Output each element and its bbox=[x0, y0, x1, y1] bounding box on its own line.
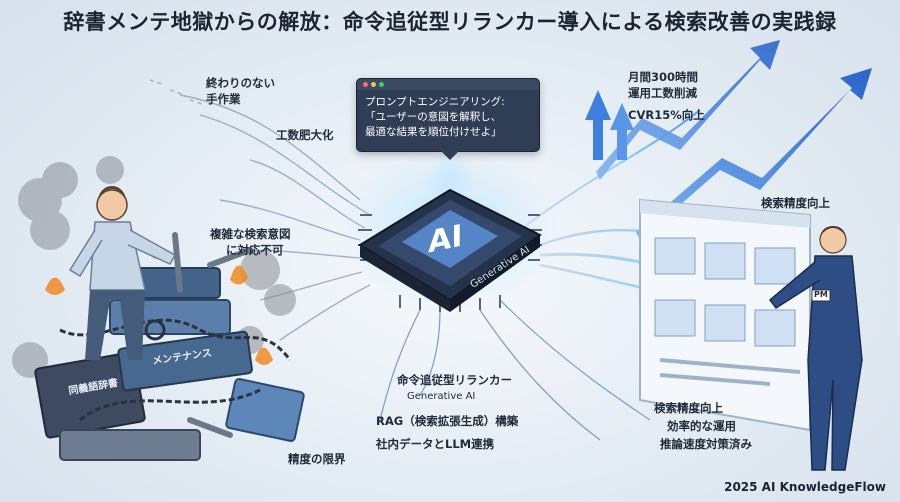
popup-line-3: 最適な結果を順位付けせよ」 bbox=[365, 126, 502, 138]
chip-ai-label: AI bbox=[428, 218, 463, 261]
label-cvr-improvement: CVR15%向上 bbox=[628, 108, 705, 122]
worker-figure bbox=[68, 186, 177, 360]
incoming-tangled-lines bbox=[149, 79, 371, 341]
popup-line-2: 「ユーザーの意図を解釈し、 bbox=[365, 111, 502, 123]
pm-businessman bbox=[768, 226, 863, 471]
label-llm-integration: 社内データとLLM連携 bbox=[376, 437, 495, 451]
popup-text: プロンプトエンジニアリング: 「ユーザーの意図を解釈し、 最適な結果を順位付けせ… bbox=[357, 90, 539, 145]
maximize-dot-icon bbox=[379, 82, 384, 87]
label-inference-speed: 推論速度対策済み bbox=[660, 437, 752, 451]
page-title: 辞書メンテ地獄からの解放：命令追従型リランカー導入による検索改善の実践録 bbox=[63, 10, 837, 34]
label-reranker: 命令追従型リランカー bbox=[397, 373, 512, 387]
label-complex-intent-1: 複雑な検索意図 bbox=[210, 227, 291, 241]
label-generative-ai: Generative AI bbox=[407, 391, 476, 402]
label-endless-manual-work-1: 終わりのない bbox=[206, 76, 275, 90]
label-search-accuracy-top: 検索精度向上 bbox=[761, 196, 830, 210]
popup-titlebar bbox=[357, 79, 539, 90]
label-accuracy-limit: 精度の限界 bbox=[288, 452, 346, 466]
label-monthly-hours-2: 運用工数削減 bbox=[628, 86, 697, 100]
book-pile bbox=[34, 267, 305, 461]
search-results-window bbox=[639, 198, 811, 432]
close-dot-icon bbox=[363, 82, 368, 87]
label-search-accuracy-bottom: 検索精度向上 bbox=[654, 401, 723, 415]
label-effort-bloat: 工数肥大化 bbox=[276, 128, 334, 142]
credit-text: 2025 AI KnowledgeFlow bbox=[724, 480, 886, 494]
label-endless-manual-work-2: 手作業 bbox=[206, 92, 241, 106]
pm-badge: PM bbox=[814, 290, 828, 299]
popup-line-1: プロンプトエンジニアリング: bbox=[365, 96, 505, 108]
wrench-tools bbox=[172, 232, 253, 438]
ai-chip bbox=[358, 188, 542, 312]
popup-tail bbox=[441, 151, 459, 160]
label-complex-intent-2: に対応不可 bbox=[226, 243, 284, 257]
minimize-dot-icon bbox=[371, 82, 376, 87]
label-monthly-hours-1: 月間300時間 bbox=[628, 70, 699, 84]
prompt-engineering-popup: プロンプトエンジニアリング: 「ユーザーの意図を解釈し、 最適な結果を順位付けせ… bbox=[356, 78, 540, 160]
label-rag: RAG（検索拡張生成）構築 bbox=[376, 414, 519, 428]
label-efficient-operations: 効率的な運用 bbox=[667, 419, 736, 433]
